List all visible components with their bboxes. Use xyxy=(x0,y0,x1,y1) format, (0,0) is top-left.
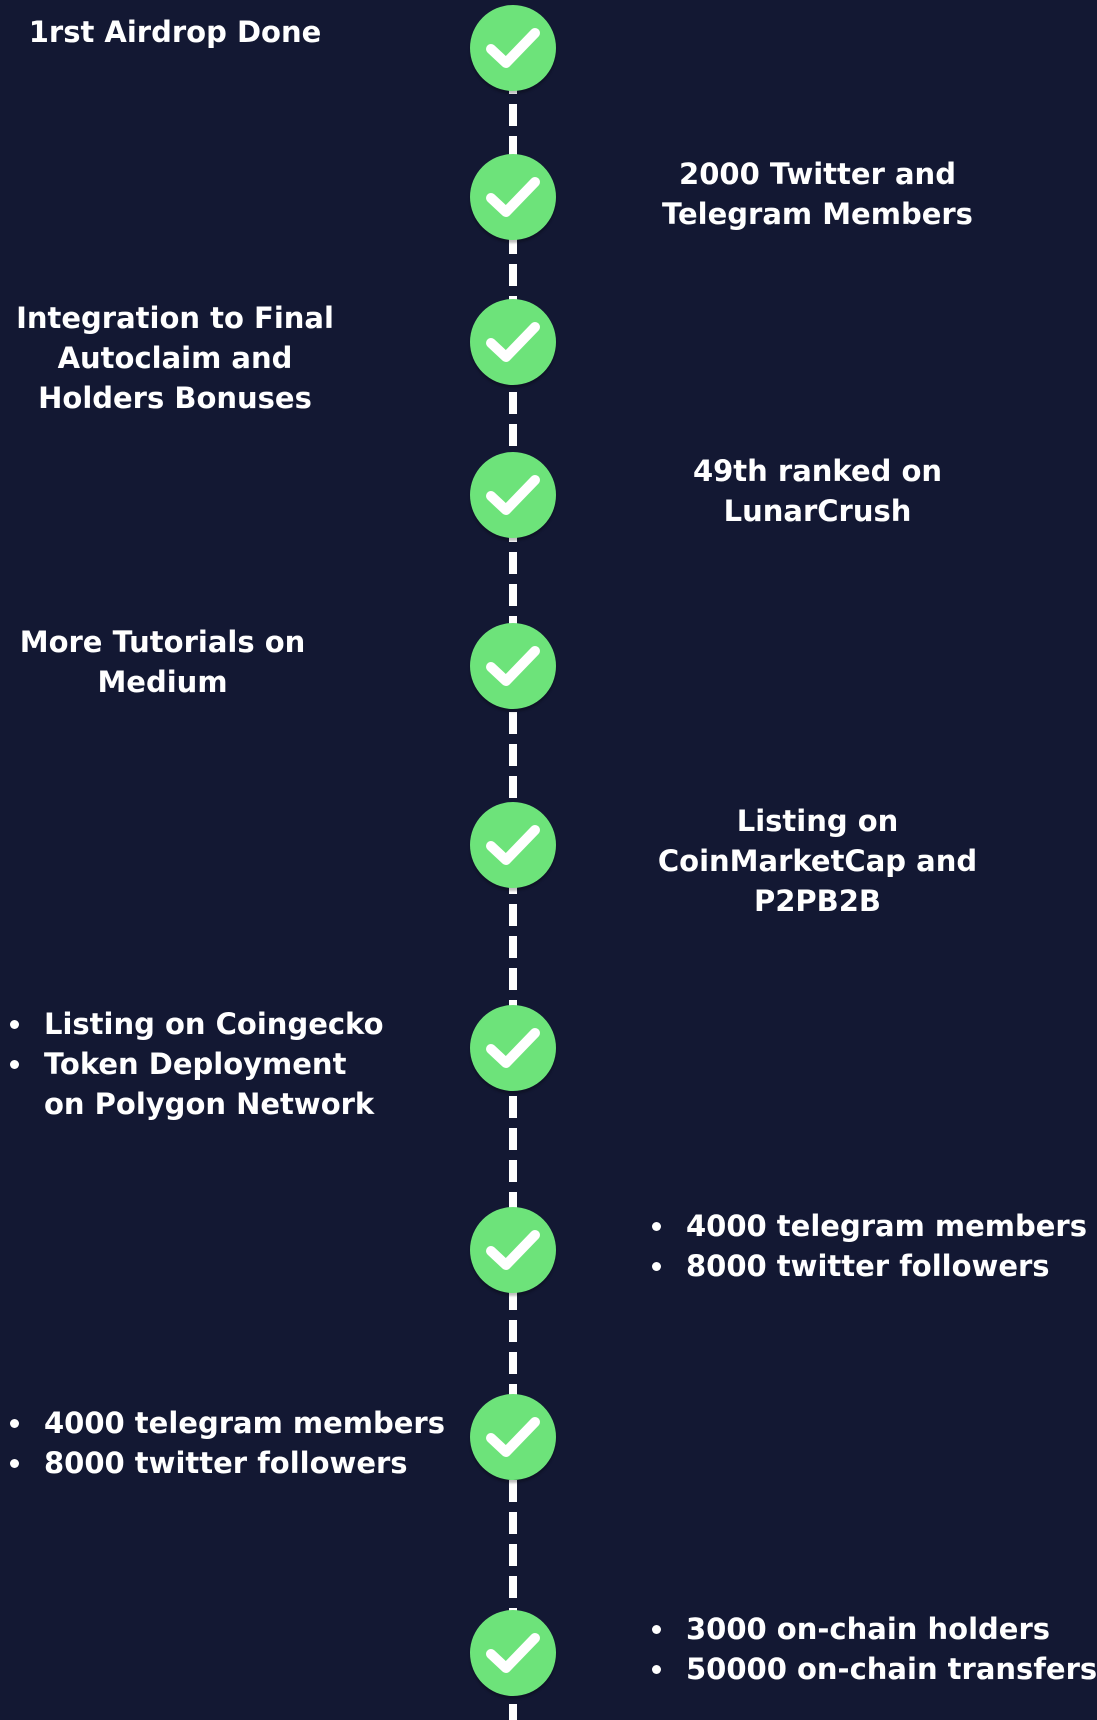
milestone-bullet-item: 50000 on-chain transfers xyxy=(642,1649,1097,1689)
checkmark-icon xyxy=(486,475,540,515)
milestone-bullet-list: 4000 telegram members 8000 twitter follo… xyxy=(0,1403,445,1483)
milestone-bullet-item: 3000 on-chain holders xyxy=(642,1609,1097,1649)
milestone-check-icon xyxy=(470,802,556,888)
milestone-check-icon xyxy=(470,1005,556,1091)
milestone-bullet-list: 3000 on-chain holders 50000 on-chain tra… xyxy=(642,1609,1097,1689)
milestone-check-icon xyxy=(470,154,556,240)
checkmark-icon xyxy=(486,28,540,68)
milestone-check-icon xyxy=(470,5,556,91)
milestone-check-icon xyxy=(470,1207,556,1293)
milestone-label: 49th ranked on LunarCrush xyxy=(692,454,943,528)
milestone-label: 2000 Twitter and Telegram Members xyxy=(662,157,973,231)
milestone-bullet-item: 8000 twitter followers xyxy=(642,1246,1087,1286)
checkmark-icon xyxy=(486,1417,540,1457)
checkmark-icon xyxy=(486,825,540,865)
milestone-check-icon xyxy=(470,1394,556,1480)
milestone-check-icon xyxy=(470,452,556,538)
milestone-bullet-item: Listing on Coingecko xyxy=(0,1004,384,1044)
milestone-check-icon xyxy=(470,299,556,385)
milestone-label: Listing on CoinMarketCap and P2PB2B xyxy=(657,804,978,918)
milestone-label: More Tutorials on Medium xyxy=(19,625,306,699)
checkmark-icon xyxy=(486,177,540,217)
milestone-bullet-item: 4000 telegram members xyxy=(0,1403,445,1443)
checkmark-icon xyxy=(486,322,540,362)
milestone-label: Integration to Final Autoclaim and Holde… xyxy=(16,301,334,415)
checkmark-icon xyxy=(486,1633,540,1673)
checkmark-icon xyxy=(486,646,540,686)
checkmark-icon xyxy=(486,1230,540,1270)
milestone-check-icon xyxy=(470,623,556,709)
milestone-label: 1rst Airdrop Done xyxy=(28,15,322,49)
milestone-bullet-list: 4000 telegram members 8000 twitter follo… xyxy=(642,1206,1087,1286)
milestone-check-icon xyxy=(470,1610,556,1696)
milestone-bullet-item: 8000 twitter followers xyxy=(0,1443,445,1483)
milestone-bullet-item: 4000 telegram members xyxy=(642,1206,1087,1246)
checkmark-icon xyxy=(486,1028,540,1068)
